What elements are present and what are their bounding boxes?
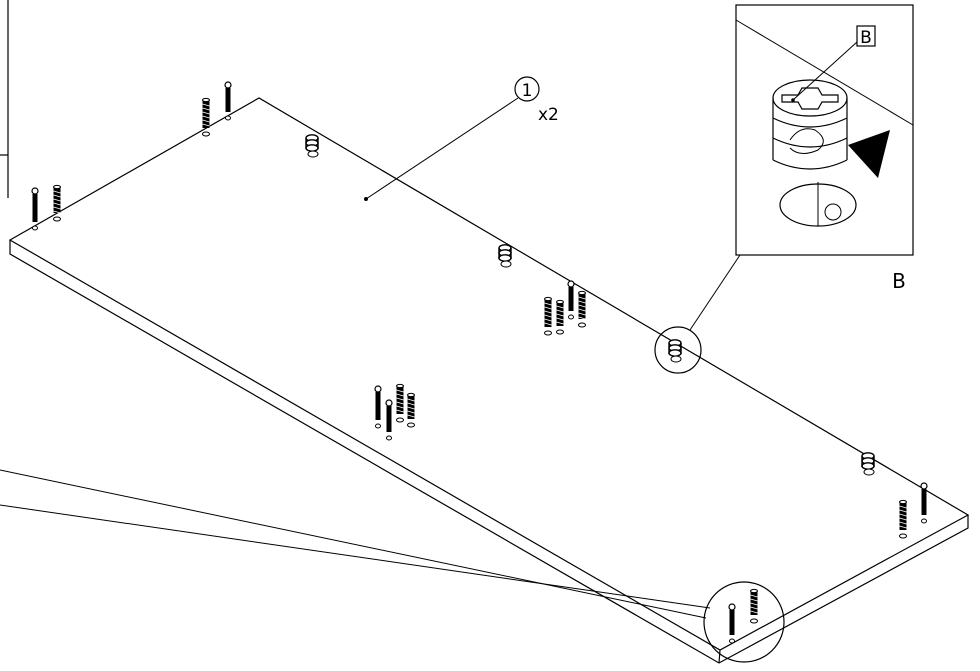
part-number: 1 <box>522 81 533 101</box>
cam-lock-group <box>305 134 875 476</box>
cam-lock <box>305 134 319 158</box>
wooden-dowel <box>544 296 552 336</box>
cam-lock <box>498 244 512 268</box>
left-border-fragment <box>0 0 9 198</box>
detail-caption: B <box>892 269 906 293</box>
cam-lock <box>668 339 682 363</box>
wooden-dowel <box>407 392 415 428</box>
wooden-dowel <box>396 383 404 423</box>
cam-lock <box>861 452 875 476</box>
cam-lock-detail <box>772 79 890 227</box>
cam-bolt <box>567 280 575 320</box>
part-leader <box>364 97 519 201</box>
panel-board <box>8 97 970 664</box>
part-quantity: x2 <box>538 105 559 125</box>
wooden-dowel <box>202 97 210 137</box>
wooden-dowel <box>53 184 61 222</box>
wooden-dowel <box>578 290 586 328</box>
wooden-dowel <box>556 299 564 335</box>
detail-b-box: B <box>735 4 914 256</box>
wooden-dowel <box>899 499 907 539</box>
cam-bolt <box>728 603 736 644</box>
cam-bolt <box>224 81 232 121</box>
part-number-callout: 1 x2 <box>514 76 559 125</box>
detail-letter: B <box>860 28 872 48</box>
cam-bolt <box>920 482 928 524</box>
dowel-detail-callout <box>0 469 785 663</box>
wooden-dowel <box>750 588 758 624</box>
detail-b-callout <box>654 254 741 374</box>
cam-bolt <box>374 385 382 429</box>
cam-bolt <box>31 187 39 231</box>
cam-bolt <box>385 399 393 441</box>
dowel-group <box>31 81 928 644</box>
